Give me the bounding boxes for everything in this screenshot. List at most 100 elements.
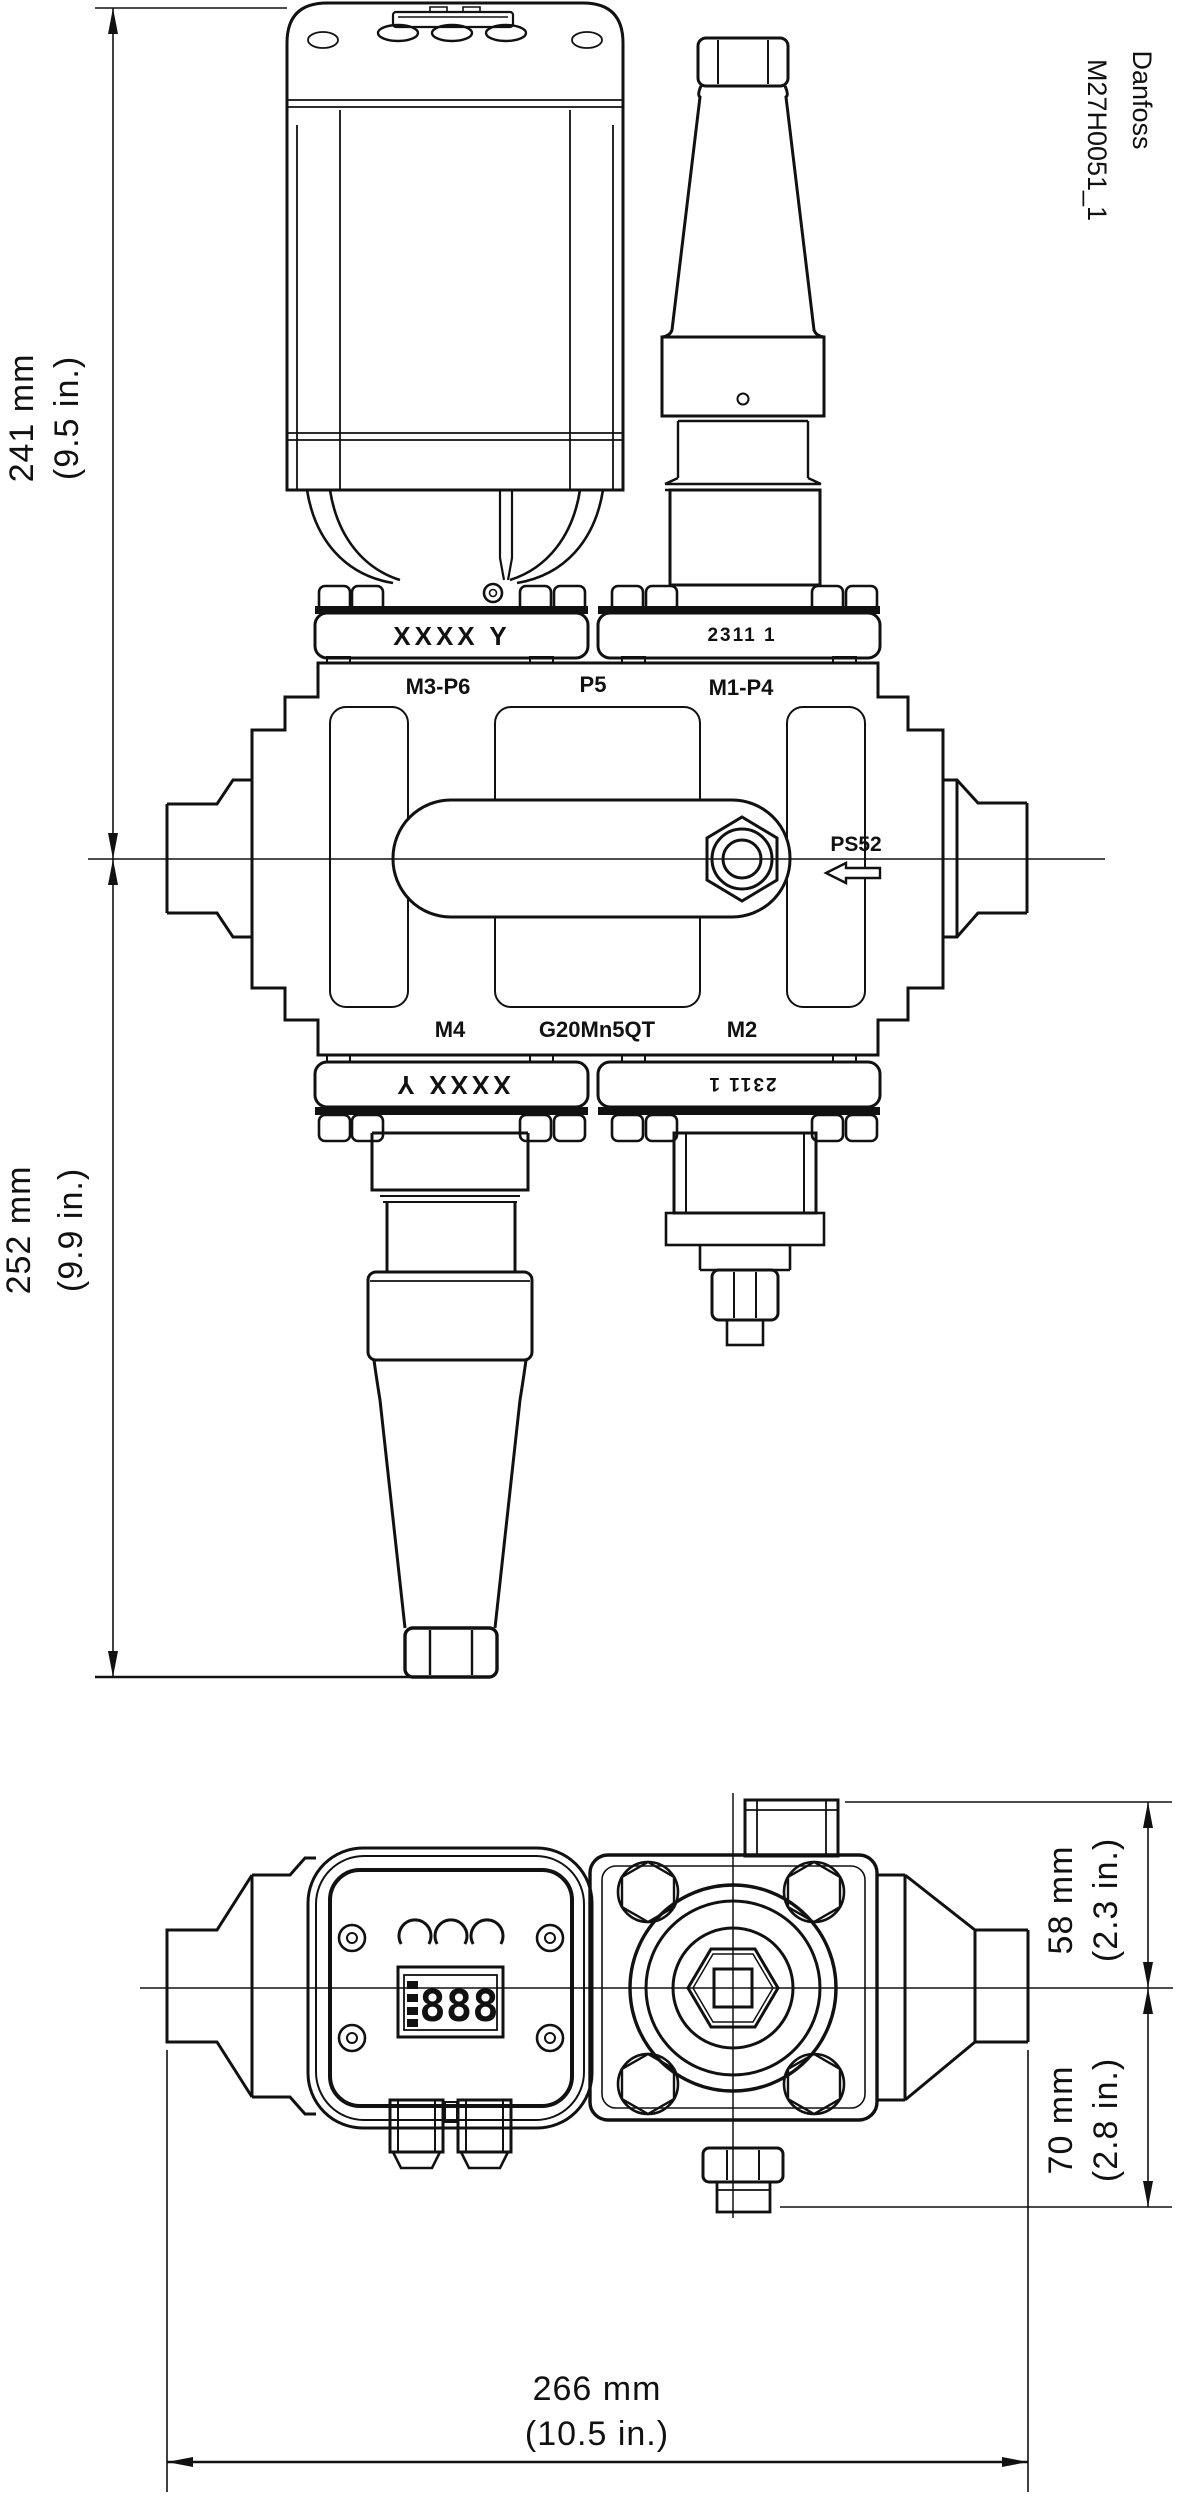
bottom-pilot	[664, 1131, 826, 1347]
bottom-pilot-disc	[664, 1211, 826, 1247]
top-flange-assembly: XXXX Y 2311 1	[313, 584, 882, 663]
flange-bolt	[616, 2052, 680, 2116]
arrow-right-icon	[1002, 2457, 1028, 2467]
bottom-pilot-nut	[710, 1268, 780, 1322]
arrow-down-icon	[108, 833, 118, 859]
nameplate-top-right	[596, 611, 882, 660]
serial-bottom-text: 2311 1	[707, 1073, 776, 1094]
controller-screw-icon	[544, 2032, 556, 2044]
lcd-value: 888	[419, 1981, 498, 2032]
plate-shadow-band	[598, 1107, 880, 1115]
insert-cone	[372, 1359, 528, 1629]
pilot-top-port	[743, 1798, 840, 1858]
flange-bolt	[782, 2052, 846, 2116]
port-label: G20Mn5QT	[539, 1017, 656, 1042]
led-window-icon	[430, 23, 474, 43]
actuator	[285, 1, 625, 604]
plate-shadow-band	[315, 1107, 588, 1115]
controller-screw-icon	[346, 2032, 358, 2044]
actuator-bell	[305, 489, 605, 585]
dim-252-mm: 252 mm	[0, 1166, 38, 1295]
controller-screw-icon	[535, 2023, 565, 2053]
flange-bolt	[616, 1860, 680, 1924]
controller-screw-icon	[337, 2023, 367, 2053]
port-label: M4	[435, 1017, 466, 1042]
port-right	[943, 778, 1029, 939]
pilot-hex-facets	[717, 40, 769, 84]
pilot-top-port-lines	[745, 1800, 838, 1856]
arrow-up-icon	[108, 8, 118, 34]
flow-arrow-icon	[823, 861, 882, 885]
actuator-housing-lines	[287, 99, 623, 490]
actuator-terminal	[391, 10, 515, 29]
dim-241-in: (9.5 in.)	[48, 356, 86, 480]
pilot-hex-cap	[696, 36, 790, 88]
led-window-icon	[484, 23, 528, 43]
nameplate-top-left	[313, 611, 590, 660]
lcd-display-inner	[403, 1974, 498, 2031]
lcd-mini-digit	[407, 2019, 418, 2027]
bottom-pilot-block	[672, 1131, 818, 1215]
arrow-up-icon	[1143, 1802, 1153, 1828]
nameplate-bottom-text: XXXX Y	[393, 1070, 510, 1100]
led-window-icon	[376, 23, 420, 43]
side-view: 241 mm (9.5 in.) 252 mm (9.9 in.)	[0, 1, 1105, 1679]
gland-tab	[444, 2101, 458, 2123]
pilot-base	[668, 488, 822, 587]
dim-58-mm: 58 mm	[1042, 1846, 1080, 1955]
controller-screw-icon	[535, 1923, 565, 1953]
lcd-display	[396, 1965, 505, 2039]
insert-block	[370, 1131, 530, 1192]
lcd-mini-digit	[407, 2007, 418, 2015]
bolt-group	[317, 1113, 879, 1143]
corner-detail-icon	[307, 31, 339, 49]
bottom-flange-assembly: XXXX Y 2311 1	[313, 1055, 882, 1143]
plate-feet	[326, 656, 857, 663]
bottom-pilot-stub	[725, 1318, 765, 1347]
port-left-top	[165, 1856, 316, 2116]
lower-insert	[366, 1131, 534, 1679]
bottom-pilot-nut-facets	[733, 1272, 757, 1318]
dim-252-in: (9.9 in.)	[52, 1168, 90, 1292]
bottom-plug	[701, 2146, 785, 2214]
actuator-stem	[498, 490, 514, 581]
port-label: M2	[727, 1017, 758, 1042]
drawing-id-text: M27H0051_1	[1082, 59, 1112, 221]
plate-shadow-band	[598, 606, 880, 614]
arrow-down-icon	[1143, 1962, 1153, 1988]
lcd-mini-digit	[407, 1994, 418, 2002]
flange-bolt	[782, 1860, 846, 1924]
cable-gland	[388, 2098, 445, 2170]
status-lamp-icon	[469, 1918, 505, 1945]
cable-gland	[456, 2098, 513, 2170]
vent-screw-icon	[488, 588, 498, 598]
dim-58-in: (2.3 in.)	[1087, 1838, 1125, 1962]
dim-58-70: 58 mm (2.3 in.) 70 mm (2.8 in.)	[780, 1801, 1172, 2208]
bottom-pilot-neck	[698, 1245, 792, 1272]
vent-screw-icon	[482, 582, 504, 604]
label-ps52: PS52	[830, 833, 881, 856]
controller-screw-icon	[544, 1932, 556, 1944]
port-label: P5	[580, 672, 607, 697]
body-pocket	[786, 706, 866, 1008]
arrow-up-icon	[1143, 1988, 1153, 2014]
pilot-neck	[662, 414, 824, 492]
controller-screw-icon	[337, 1923, 367, 1953]
dim-241-mm: 241 mm	[3, 354, 41, 483]
port-label: M3-P6	[406, 674, 471, 699]
arrow-down-icon	[108, 1651, 118, 1677]
dim-266-in: (10.5 in.)	[525, 2415, 669, 2453]
controller-box: 888	[306, 1846, 594, 2170]
dim-266: 266 mm (10.5 in.)	[166, 2050, 1029, 2492]
insert-cylinder	[385, 1202, 517, 1272]
insert-disc	[366, 1270, 534, 1362]
controller-screw-icon	[346, 1932, 358, 1944]
dim-266-mm: 266 mm	[533, 2370, 662, 2408]
arrow-left-icon	[167, 2457, 193, 2467]
insert-nut-facets	[428, 1630, 474, 1675]
serial-top-text: 2311 1	[707, 625, 776, 646]
dim-70-mm: 70 mm	[1042, 2066, 1080, 2175]
pilot-hole-icon	[736, 392, 750, 406]
actuator-terminal-pins	[398, 6, 508, 18]
